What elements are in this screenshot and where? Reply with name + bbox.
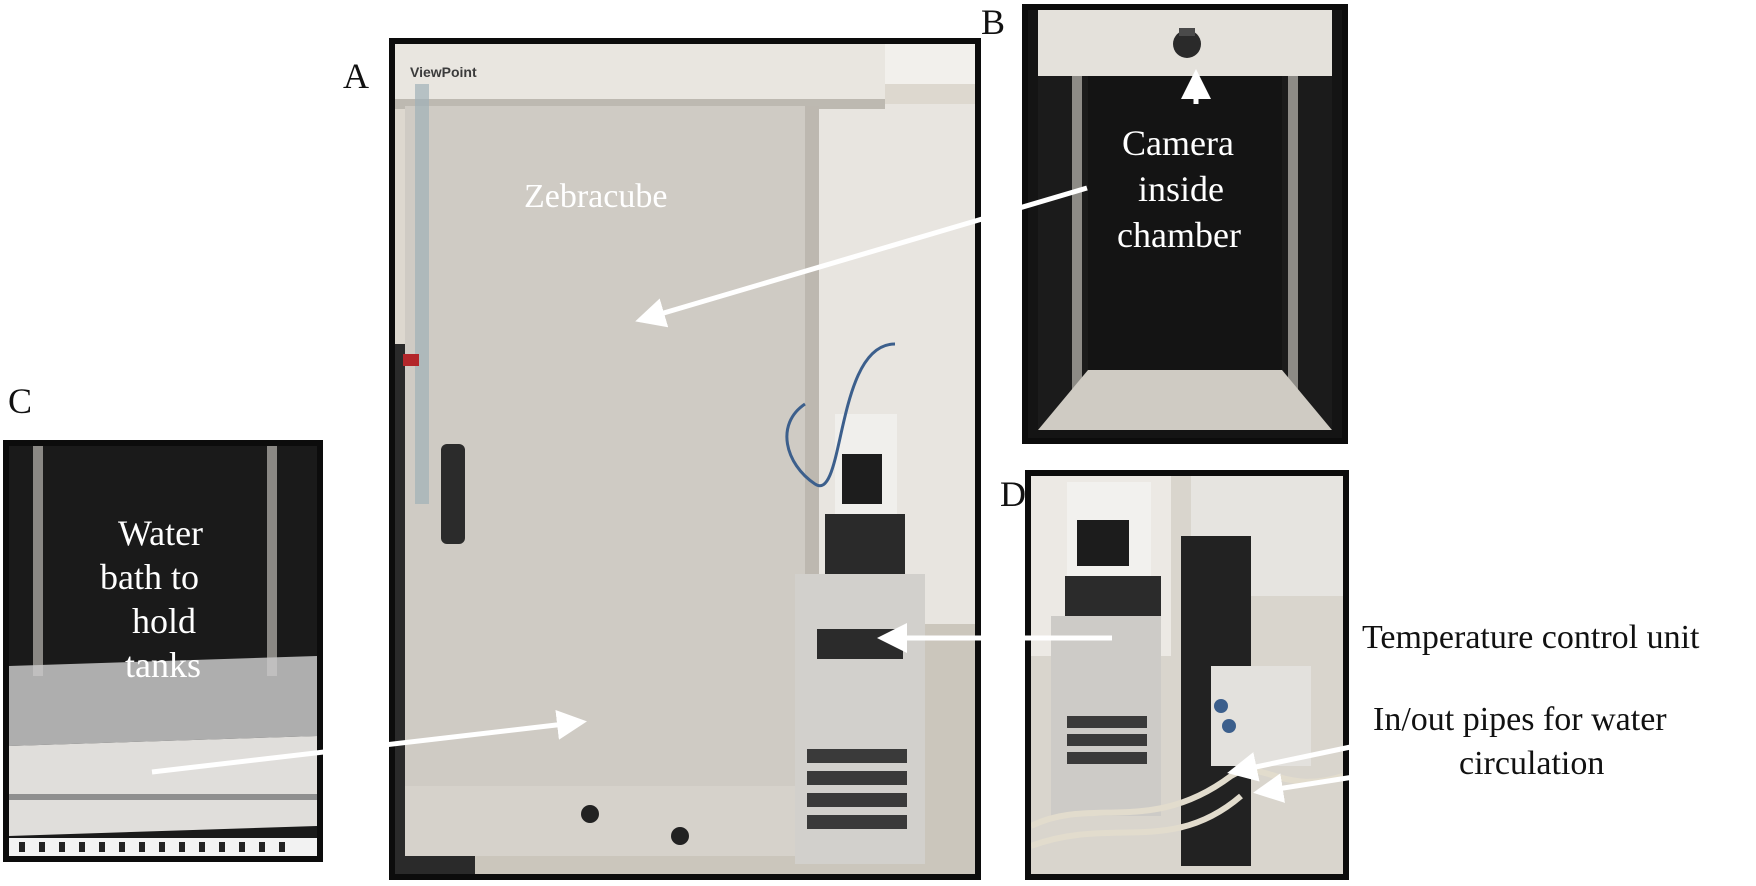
arrow-pipes-2: [1253, 773, 1361, 803]
water-bath-photo-illustration: [9, 446, 317, 856]
caption-water-line-4: tanks: [125, 645, 201, 685]
panel-letter-d: D: [1000, 474, 1026, 514]
caption-water-line-2: bath to: [100, 557, 199, 597]
label-pipes-line-1: In/out pipes for water: [1373, 701, 1667, 738]
panel-letter-a: A: [343, 56, 369, 96]
caption-camera-line-2: inside: [1138, 169, 1224, 209]
panel-letter-b: B: [981, 2, 1006, 42]
zebracube-photo-illustration: [395, 44, 975, 874]
arrow-water-bath-to-cabinet: [151, 709, 587, 775]
caption-camera-line-1: Camera: [1122, 123, 1234, 163]
arrow-camera-to-cabinet: [635, 185, 1088, 328]
caption-water-line-3: hold: [132, 601, 197, 641]
viewpoint-logo: ViewPoint: [410, 64, 477, 80]
photo-panel-d: [1025, 470, 1349, 880]
temperature-unit-photo-illustration: [1031, 476, 1343, 874]
caption-zebracube: Zebracube: [524, 178, 668, 215]
photo-panel-c: [3, 440, 323, 862]
caption-camera-line-3: chamber: [1117, 215, 1241, 255]
panel-letter-c: C: [8, 381, 33, 421]
arrow-pipes-1: [1227, 742, 1361, 782]
caption-water-line-1: Water: [118, 513, 204, 553]
photo-panel-a: [389, 38, 981, 880]
label-pipes-line-2: circulation: [1459, 745, 1605, 782]
label-temperature-control-unit: Temperature control unit: [1362, 619, 1700, 656]
